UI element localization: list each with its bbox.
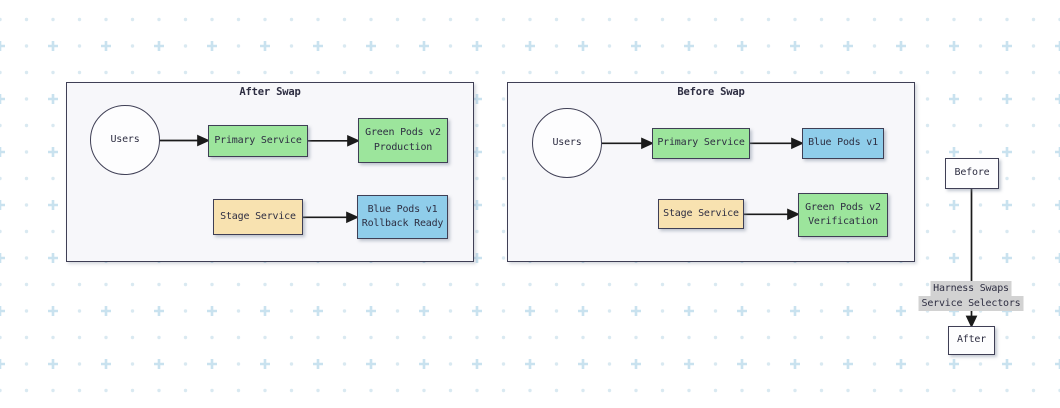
node-stage-service-after: Stage Service	[213, 199, 303, 235]
edge-label-line2: Service Selectors	[918, 296, 1024, 311]
node-label: Blue Pods v1	[808, 137, 878, 149]
edge-label-harness-swaps: Harness Swaps Service Selectors	[918, 281, 1024, 311]
node-label: After	[956, 334, 987, 346]
node-label: Stage Service	[220, 210, 296, 222]
node-label: Users	[552, 136, 582, 148]
node-label-line2: Rollback Ready	[361, 218, 444, 229]
subgraph-after-swap-title: After Swap	[239, 86, 301, 98]
node-label-line1: Green Pods v2	[805, 201, 881, 213]
node-primary-service-before: Primary Service	[652, 128, 750, 159]
node-after: After	[948, 326, 995, 355]
edge-label-line1: Harness Swaps	[930, 281, 1012, 296]
node-users-after: Users	[90, 105, 160, 175]
node-label-line2: Verification	[808, 216, 878, 227]
node-label-line1: Blue Pods v1	[367, 203, 438, 215]
node-label: Users	[110, 133, 140, 145]
node-stage-service-before: Stage Service	[658, 199, 744, 229]
node-green-pods-verification: Green Pods v2 Verification	[798, 193, 888, 237]
node-label: Stage Service	[663, 207, 739, 219]
node-label: Primary Service	[214, 134, 302, 146]
node-primary-service-after: Primary Service	[208, 125, 308, 157]
node-before: Before	[945, 158, 999, 189]
node-blue-pods-rollback: Blue Pods v1 Rollback Ready	[357, 195, 448, 239]
node-label: Before	[954, 167, 990, 179]
node-label: Primary Service	[657, 137, 745, 149]
node-label-line2: Production	[373, 141, 433, 153]
node-blue-pods-v1: Blue Pods v1	[802, 128, 884, 159]
node-green-pods-production: Green Pods v2 Production	[358, 118, 448, 163]
node-label-line1: Green Pods v2	[365, 127, 441, 138]
node-users-before: Users	[532, 108, 602, 178]
subgraph-before-swap-title: Before Swap	[677, 86, 745, 98]
